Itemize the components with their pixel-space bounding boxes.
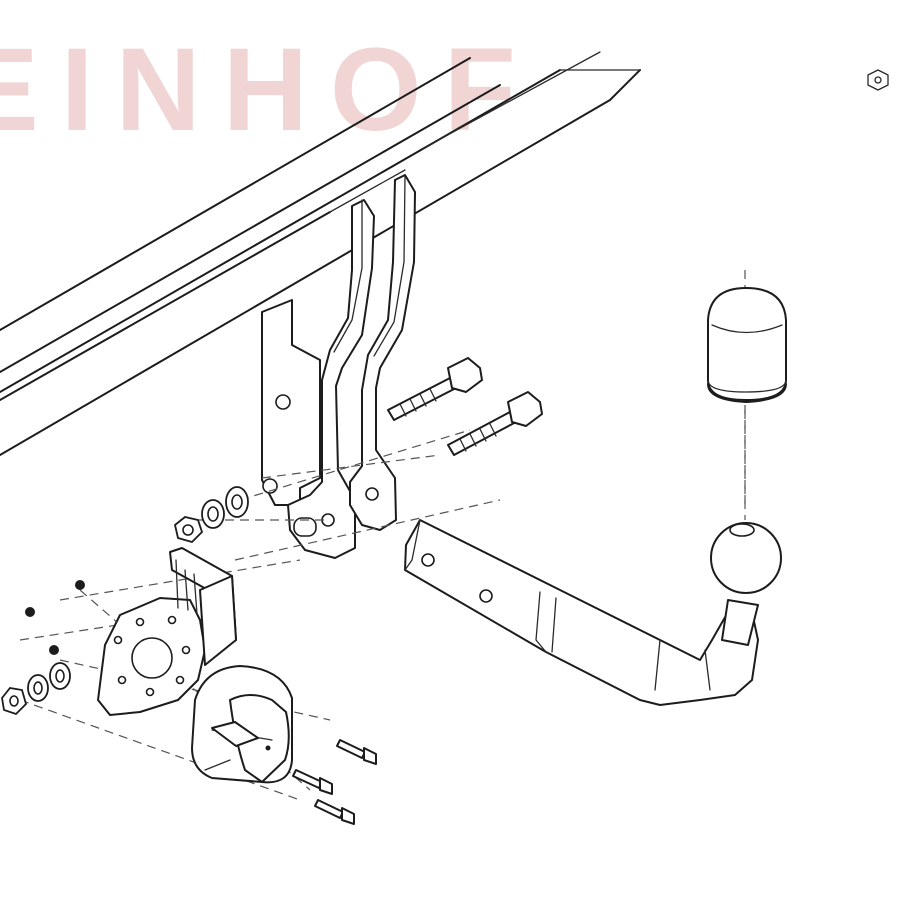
watermark-text: EINHOF xyxy=(0,24,538,156)
mounting-bolt xyxy=(387,357,483,421)
mounting-bracket-left xyxy=(287,199,375,559)
small-nuts xyxy=(1,580,85,716)
tow-ball-cap xyxy=(707,287,787,403)
watermark: EINHOF xyxy=(0,24,538,156)
washers-and-nuts xyxy=(173,486,249,544)
tow-ball xyxy=(710,522,782,646)
vehicle-crossmember xyxy=(0,51,641,456)
screws xyxy=(292,739,377,825)
electrical-socket xyxy=(191,665,293,784)
tow-bar-arm xyxy=(404,519,759,706)
socket-plate xyxy=(97,547,237,716)
mounting-bolt-2 xyxy=(447,391,543,456)
corner-part xyxy=(867,69,889,91)
mounting-plate xyxy=(261,299,321,506)
